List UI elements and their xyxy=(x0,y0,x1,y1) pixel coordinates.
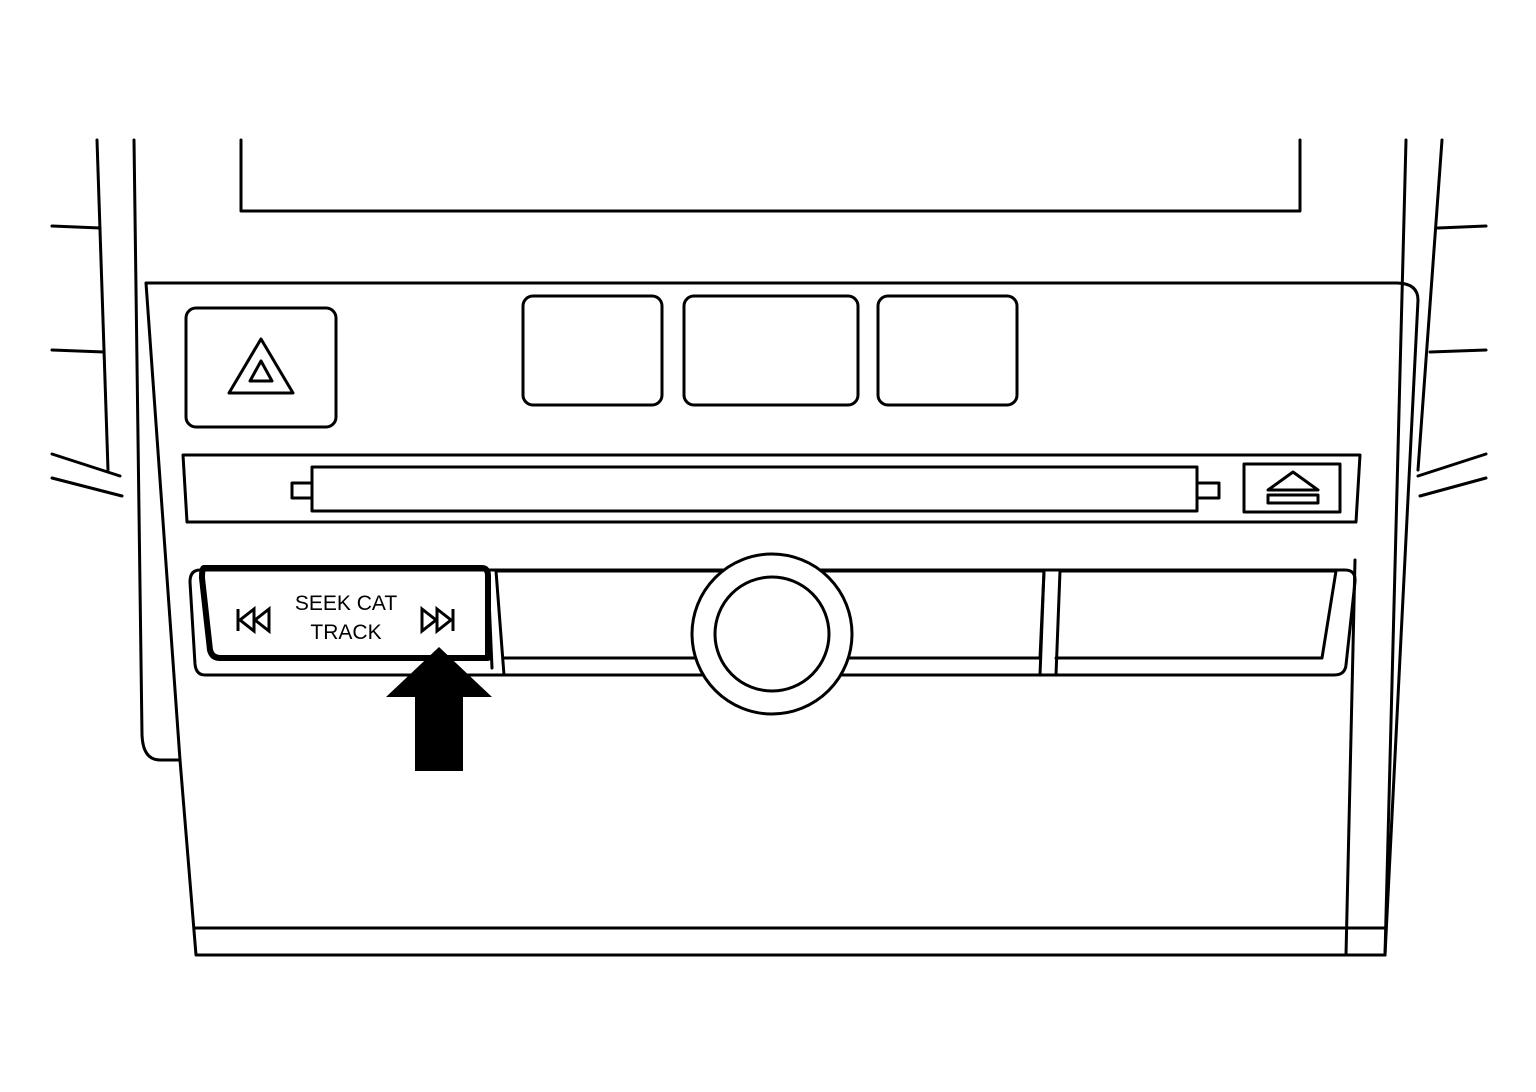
cd-slot-bezel xyxy=(181,453,1362,524)
left-side-trim xyxy=(50,138,182,762)
seek-track-button[interactable] xyxy=(199,565,491,661)
panel-face xyxy=(144,281,1420,957)
volume-knob-inner xyxy=(713,575,831,693)
skip-previous-icon xyxy=(236,605,271,635)
preset-button-2[interactable] xyxy=(682,294,860,407)
right-side-trim xyxy=(1383,138,1488,957)
display-screen xyxy=(239,138,1302,213)
eject-button[interactable] xyxy=(1242,462,1342,514)
preset-button-1[interactable] xyxy=(521,294,664,407)
eject-icon xyxy=(1266,470,1320,505)
seek-label-line1: SEEK CAT xyxy=(295,592,397,615)
right-key[interactable] xyxy=(1054,569,1338,660)
skip-next-icon xyxy=(420,605,455,635)
preset-button-3[interactable] xyxy=(876,294,1019,407)
lower-control-bezel xyxy=(188,568,1357,677)
cd-slot[interactable] xyxy=(310,465,1199,513)
up-arrow-icon xyxy=(386,647,492,771)
hazard-triangle-icon xyxy=(227,337,295,395)
seek-label-line2: TRACK xyxy=(310,621,381,644)
hazard-button[interactable] xyxy=(184,306,338,429)
